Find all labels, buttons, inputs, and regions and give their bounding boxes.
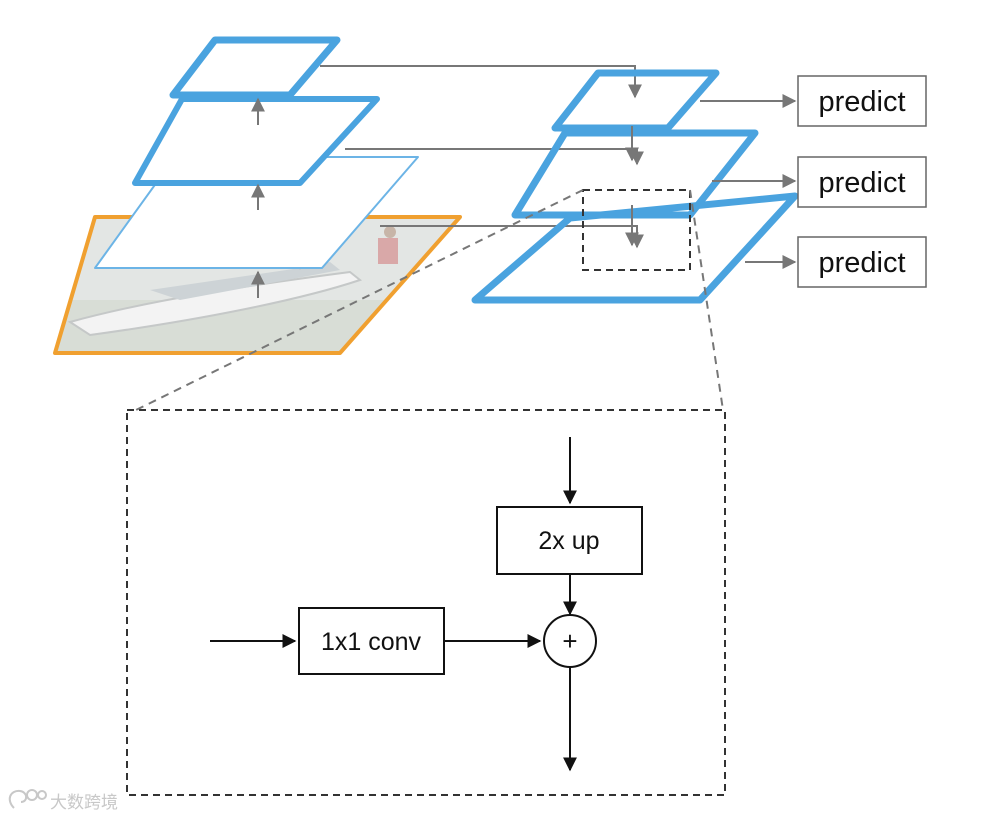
predict-label-2: predict bbox=[818, 167, 905, 199]
predict-box-1 bbox=[797, 75, 927, 127]
merge-detail-panel: 2x up 1x1 conv + bbox=[126, 409, 726, 796]
predict-box-3 bbox=[797, 236, 927, 288]
merge-add-symbol: + bbox=[562, 626, 577, 656]
zoom-region-box bbox=[582, 189, 691, 271]
conv-label: 1x1 conv bbox=[321, 628, 422, 656]
bottom-up-pyramid bbox=[53, 36, 462, 355]
feature-map-level-3 bbox=[169, 36, 341, 99]
swirl-logo-icon bbox=[8, 789, 47, 809]
zoom-connectors bbox=[135, 189, 724, 411]
top-down-pyramid bbox=[471, 69, 799, 304]
predict-box-2 bbox=[797, 156, 927, 208]
detail-frame bbox=[126, 409, 726, 796]
feature-map-level-2 bbox=[132, 96, 380, 186]
upsample-label: 2x up bbox=[538, 527, 599, 555]
output-map-level-3 bbox=[551, 69, 720, 132]
watermark: 大数跨境 bbox=[8, 789, 118, 813]
lateral-arrow-top bbox=[320, 65, 642, 99]
watermark-text: 大数跨境 bbox=[50, 793, 118, 813]
predict-label-3: predict bbox=[818, 247, 905, 279]
predict-heads: predict predict predict bbox=[700, 75, 927, 288]
upsample-box bbox=[496, 506, 643, 575]
output-map-level-1 bbox=[471, 192, 799, 304]
predict-label-1: predict bbox=[818, 86, 905, 118]
conv-box bbox=[298, 607, 445, 675]
